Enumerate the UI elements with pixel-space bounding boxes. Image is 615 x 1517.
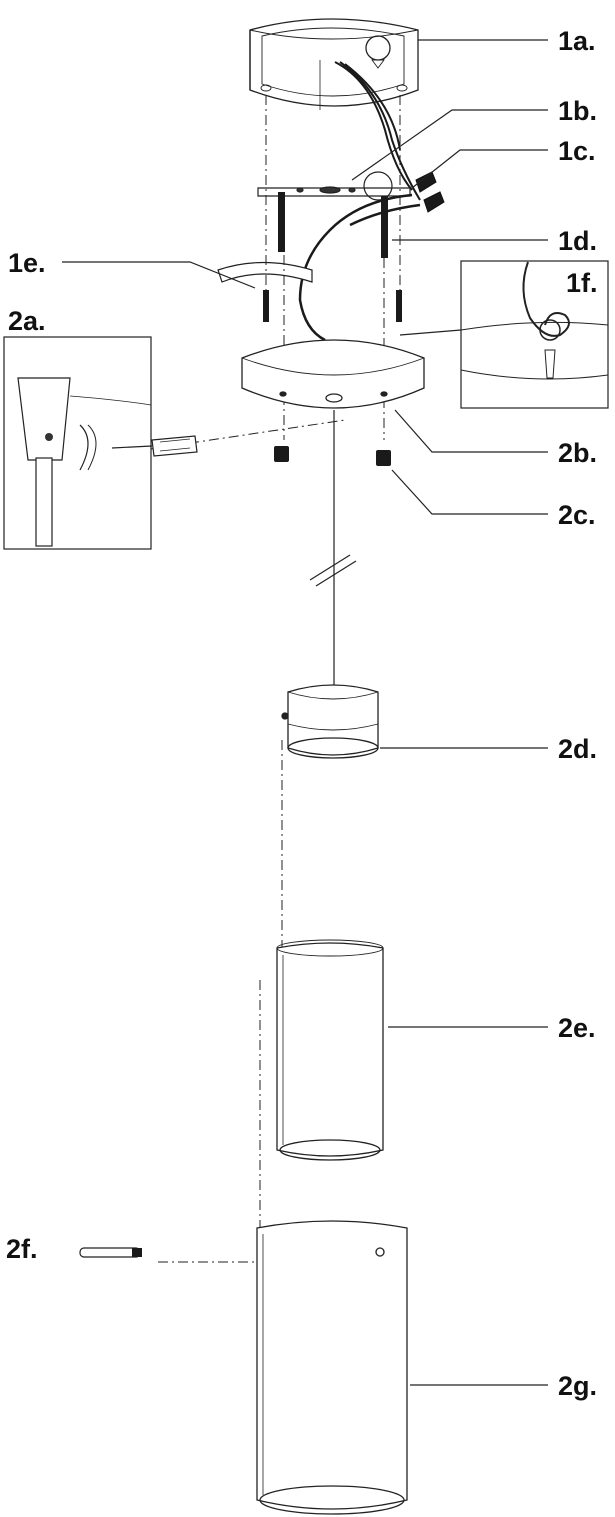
socket-cup [281, 684, 379, 759]
label-2c: 2c. [558, 500, 596, 530]
outer-shade [256, 1220, 408, 1515]
label-1d: 1d. [558, 226, 597, 256]
label-2a: 2a. [8, 306, 46, 336]
label-2g: 2g. [558, 1371, 597, 1401]
short-screws [263, 290, 402, 322]
screwdriver-icon [111, 435, 198, 457]
inner-shade [276, 939, 384, 1161]
inset-1f-box [460, 260, 609, 409]
label-2f: 2f. [6, 1234, 38, 1264]
canopy [241, 339, 425, 409]
wire-connectors [415, 171, 445, 213]
label-2d: 2d. [558, 734, 597, 764]
label-1c: 1c. [558, 136, 596, 166]
set-screw [79, 1247, 142, 1258]
label-2e: 2e. [558, 1013, 596, 1043]
part-labels: 1a. 1b. 1c. 1d. 1e. 1f. 2a. 2b. 2c. 2d. … [6, 26, 598, 1401]
ground-clip [217, 261, 313, 283]
label-2b: 2b. [558, 438, 597, 468]
label-1b: 1b. [558, 96, 597, 126]
canopy-nuts [274, 446, 391, 466]
alignment-lines [109, 95, 401, 1263]
mounting-strap [257, 171, 411, 201]
supply-wires [334, 61, 421, 201]
label-1e: 1e. [8, 248, 46, 278]
leader-lines [62, 39, 548, 1386]
label-1f: 1f. [566, 268, 598, 298]
junction-box [249, 18, 419, 110]
label-1a: 1a. [558, 26, 596, 56]
suspension-cable [309, 410, 357, 688]
inset-2a-box [3, 336, 152, 550]
mounting-screws [278, 192, 388, 258]
